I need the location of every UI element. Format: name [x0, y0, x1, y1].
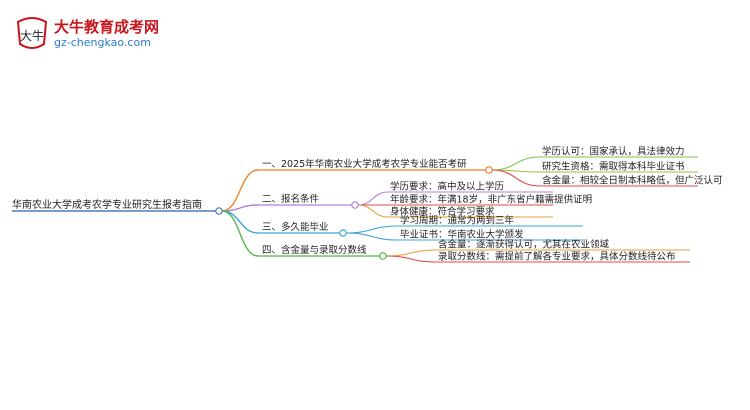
branch-node-label[interactable]: 二、报名条件 [262, 193, 320, 205]
mind-map-edges [12, 156, 698, 263]
leaf-connector [491, 169, 541, 187]
leaf-node-label[interactable]: 研究生资格：需取得本科毕业证书 [542, 161, 685, 173]
branch-node-toggle[interactable] [351, 201, 359, 209]
branch-node-label[interactable]: 一、2025年华南农业大学成考农学专业能否考研 [262, 158, 467, 170]
branch-node-toggle[interactable] [485, 166, 493, 174]
svg-text:大牛: 大牛 [20, 28, 44, 43]
branch-connector [221, 210, 259, 257]
leaf-node-label[interactable]: 毕业证书：华南农业大学颁发 [400, 229, 524, 241]
root-node-toggle[interactable] [215, 207, 223, 215]
root-node-label[interactable]: 华南农业大学成考农学专业研究生报考指南 [12, 198, 202, 211]
leaf-node-label[interactable]: 年龄要求：年满18岁，非广东省户籍需提供证明 [390, 194, 592, 206]
bull-logo-icon: 大牛 [16, 17, 48, 49]
leaf-node-label[interactable]: 录取分数线：需提前了解各专业要求，具体分数线待公布 [438, 251, 676, 263]
site-title: 大牛教育成考网 [54, 18, 160, 36]
branch-node-toggle[interactable] [339, 229, 347, 237]
leaf-node-label[interactable]: 学历要求：高中及以上学历 [390, 181, 504, 193]
leaf-node-label[interactable]: 身体健康：符合学习要求 [390, 206, 495, 218]
leaf-node-label[interactable]: 学习周期：通常为两到三年 [400, 215, 515, 227]
branch-node-label[interactable]: 三、多久能毕业 [262, 221, 329, 233]
leaf-connector [357, 204, 389, 218]
leaf-node-label[interactable]: 学历认可：国家承认，具法律效力 [542, 146, 685, 158]
leaf-node-label[interactable]: 含金量：逐渐获得认可，尤其在农业领域 [438, 239, 610, 251]
branch-connector [221, 210, 259, 234]
branch-connector [221, 169, 259, 212]
leaf-connector [357, 191, 389, 206]
leaf-connector [345, 232, 399, 241]
leaf-connector [491, 156, 541, 171]
branch-node-toggle[interactable] [379, 252, 387, 260]
site-logo[interactable]: 大牛 大牛教育成考网 gz-chengkao.com [14, 14, 214, 56]
mind-map-nodes: 华南农业大学成考农学专业研究生报考指南 一、2025年华南农业大学成考农学专业能否… [12, 146, 723, 263]
branch-connector [221, 204, 259, 212]
leaf-connector [345, 225, 399, 234]
branch-node-label[interactable]: 四、含金量与录取分数线 [262, 244, 367, 256]
leaf-node-label[interactable]: 含金量：相较全日制本科略低，但广泛认可 [542, 175, 723, 187]
leaf-connector [385, 249, 437, 257]
site-url: gz-chengkao.com [54, 36, 151, 49]
leaf-connector [385, 255, 437, 263]
